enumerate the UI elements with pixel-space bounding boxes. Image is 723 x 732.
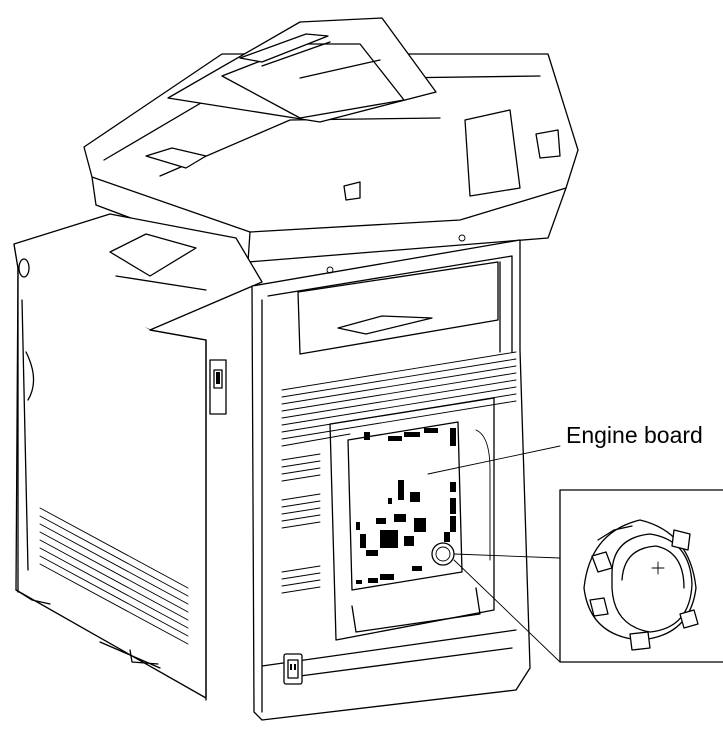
power-switch-icon[interactable]	[209, 359, 227, 415]
power-inlet-icon	[283, 653, 303, 685]
side-vents	[39, 507, 189, 645]
rear-vents-upper	[281, 351, 517, 447]
battery-icon	[431, 542, 455, 566]
engine-board-label: Engine board	[566, 422, 703, 448]
printer-body	[13, 213, 263, 701]
engine-board-leader-line	[427, 445, 561, 475]
battery-holder-icon	[583, 519, 699, 651]
battery-detail-callout	[453, 489, 723, 663]
indicator-ring	[18, 258, 30, 278]
document-feeder	[83, 17, 579, 263]
rear-vents-lower	[281, 453, 321, 594]
engine-board	[347, 421, 463, 591]
